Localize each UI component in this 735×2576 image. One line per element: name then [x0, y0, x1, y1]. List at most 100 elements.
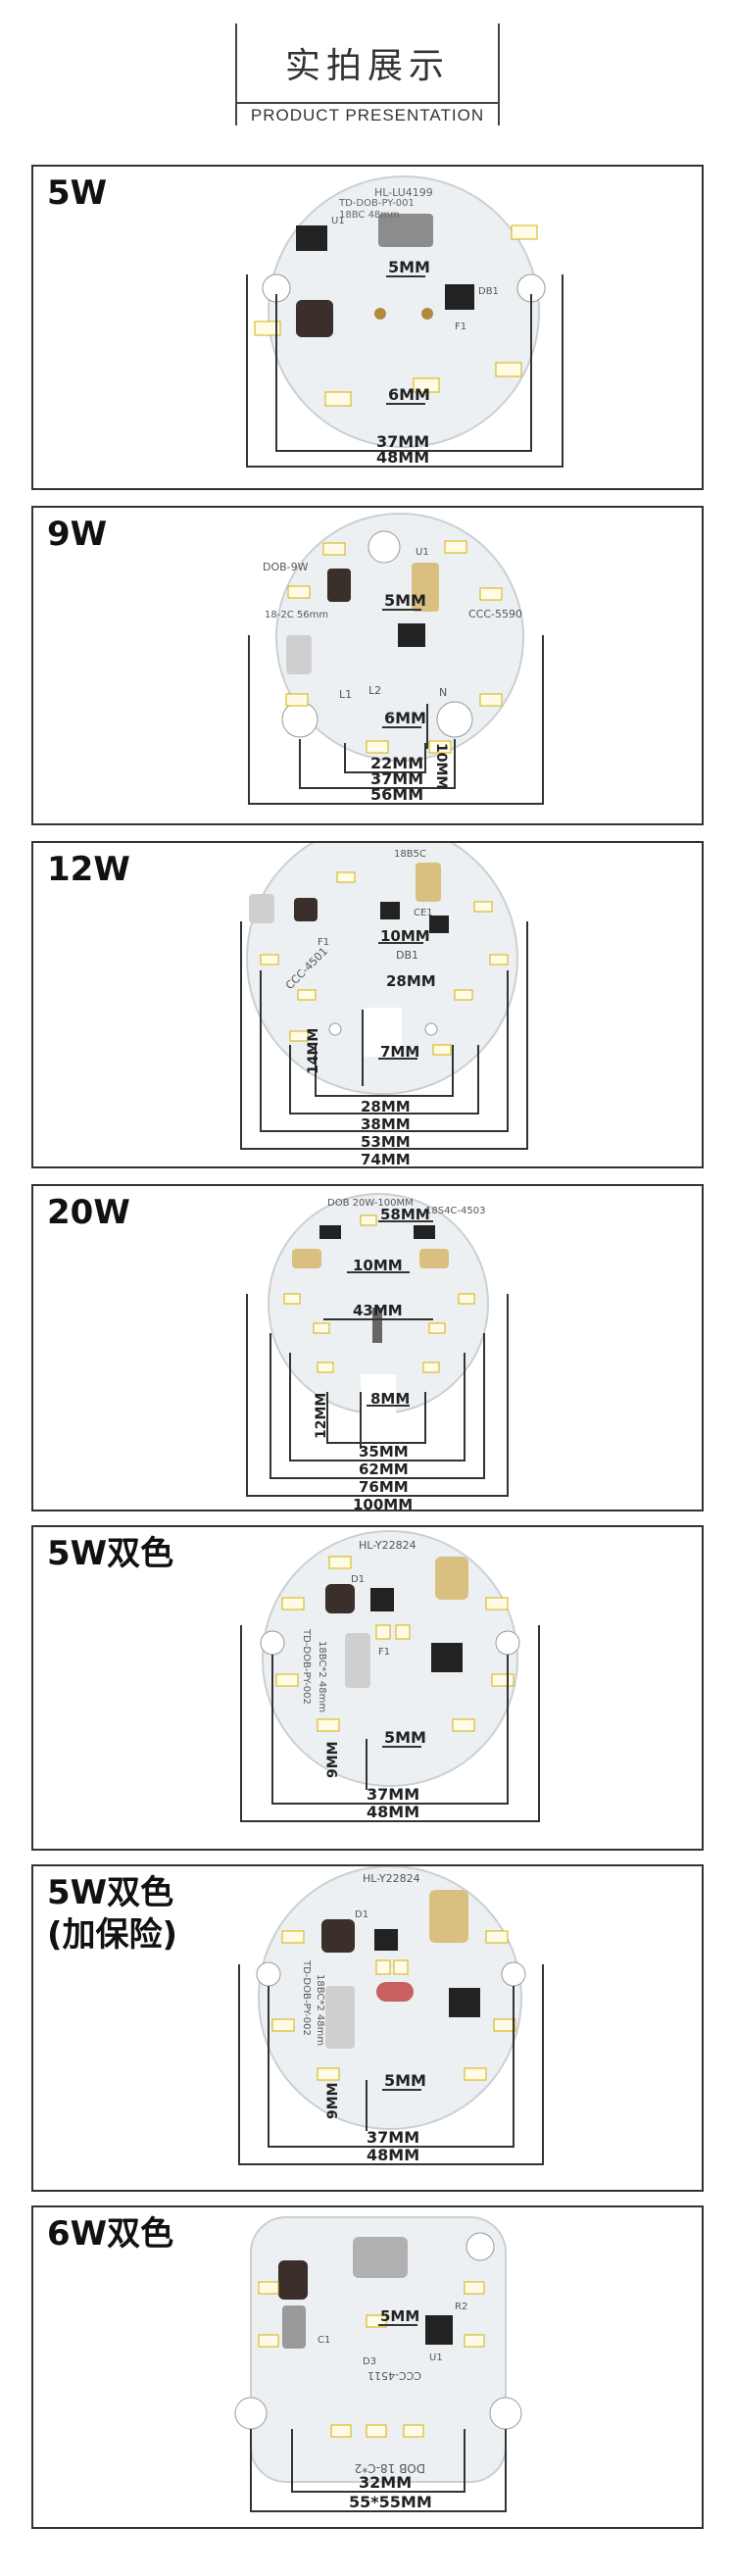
inductor	[325, 1584, 355, 1613]
dim-label: 10MM	[433, 743, 449, 789]
panel-title: 5W双色	[47, 1534, 174, 1573]
silk-text: U1	[331, 216, 345, 226]
silk-text: DB1	[396, 949, 418, 962]
dim-label: 37MM	[376, 432, 429, 451]
ic-chip	[370, 1588, 394, 1611]
mount-hole	[466, 2232, 495, 2261]
led-array	[258, 2281, 485, 2438]
pcb-photo-5w-dual-fuse: HL-Y22824 TD-DOB-PY-002 D1 18BC*2 48mm 5…	[238, 1866, 544, 2165]
silk-text: 18-2C 56mm	[265, 610, 328, 620]
silk-text: 18BC*2 48mm	[317, 1641, 327, 1712]
dim-label: 9MM	[325, 2082, 341, 2119]
pcb-photo-9w: DOB-9W CCC-5590 18-2C 56mm L1 L2 N U1 5M…	[248, 513, 544, 805]
dim-label: 48MM	[376, 448, 429, 467]
silk-text: L2	[368, 684, 381, 697]
product-panel-9w: 9W DOB-9W CCC-5590 18-2C 56mm L1 L2 N U1	[31, 506, 704, 825]
capacitor	[412, 563, 439, 612]
dim-label: 58MM	[380, 1206, 430, 1223]
header-bracket-right	[498, 24, 500, 125]
capacitor	[435, 1557, 468, 1600]
capacitor	[429, 1890, 468, 1943]
led-chip	[495, 362, 522, 377]
dimension-lines	[248, 609, 544, 805]
silk-text: HL-Y22824	[359, 1539, 416, 1552]
ic-chip	[398, 623, 425, 647]
bridge-rectifier	[431, 1643, 463, 1672]
dim-label: 32MM	[359, 2473, 412, 2492]
panel-title-line1: 5W双色	[47, 1873, 174, 1912]
board-notch	[361, 1374, 396, 1417]
dim-label: 9MM	[325, 1741, 341, 1778]
silk-text: TD-DOB-PY-002	[301, 1628, 312, 1705]
header-divider	[235, 102, 500, 104]
dim-label: 5MM	[388, 258, 430, 276]
mount-hole	[436, 701, 473, 738]
silk-text: C1	[318, 2335, 330, 2346]
dimension-lines	[240, 1625, 540, 1822]
led-chip	[413, 377, 440, 393]
capacitor	[378, 214, 433, 247]
dim-label: 5MM	[380, 2307, 419, 2325]
mount-hole	[495, 1630, 520, 1656]
dim-label: 14MM	[306, 1028, 321, 1074]
silk-text: 18S4C-4503	[425, 1206, 485, 1216]
led-chip	[254, 321, 281, 336]
inductor	[321, 1919, 355, 1953]
led-chip	[324, 391, 352, 407]
panel-title: 6W双色	[47, 2214, 174, 2254]
silk-text: U1	[416, 547, 429, 558]
mount-hole	[328, 1022, 342, 1036]
inductor	[296, 300, 333, 337]
dim-label: 10MM	[380, 927, 430, 945]
section-title: 实拍展示	[284, 46, 450, 86]
silk-text: HL-Y22824	[363, 1872, 420, 1885]
dim-label: 6MM	[388, 385, 430, 404]
silk-text: L1	[339, 688, 352, 701]
silk-text: F1	[378, 1647, 390, 1658]
led-array	[260, 871, 509, 1056]
inductor	[294, 898, 318, 921]
dim-label: 5MM	[384, 1728, 426, 1747]
silk-text: D1	[351, 1574, 365, 1585]
silk-text: DOB 20W-100MM	[327, 1198, 414, 1209]
pcb-board	[268, 175, 540, 448]
dim-label: 43MM	[353, 1302, 403, 1319]
led-array	[285, 540, 503, 754]
fuse	[376, 1982, 414, 2002]
dim-label: 5MM	[384, 591, 426, 610]
mount-hole	[489, 2397, 522, 2430]
header-bracket-left	[235, 24, 237, 125]
dim-label: 55*55MM	[349, 2493, 432, 2511]
board-notch	[363, 1008, 402, 1057]
panel-title: 20W	[47, 1193, 130, 1232]
panel-title-line2: (加保险)	[47, 1914, 178, 1955]
ic-chip	[296, 225, 327, 251]
pcb-board	[250, 2216, 507, 2483]
dim-label: 74MM	[361, 1151, 411, 1168]
section-header: 实拍展示 PRODUCT PRESENTATION	[0, 0, 735, 157]
mount-hole	[281, 701, 318, 738]
capacitor	[292, 1249, 321, 1268]
silk-text: DOB 18-C*2	[355, 2461, 425, 2475]
dim-label: 8MM	[370, 1390, 410, 1408]
product-panel-5w-dual: 5W双色 HL-Y22824 TD-DOB-PY-002 D1 F1 18BC*…	[31, 1525, 704, 1851]
dim-label: 22MM	[370, 754, 423, 772]
panel-title: 5W双色(加保险)	[47, 1872, 177, 1956]
pcb-photo-20w: DOB 20W-100MM 18S4C-4503 58MM 10MM 43MM …	[246, 1193, 509, 1510]
panel-title: 12W	[47, 850, 130, 889]
silk-text: R2	[455, 2302, 467, 2312]
bridge-rectifier	[445, 284, 474, 310]
mount-hole	[260, 1630, 285, 1656]
dim-label: 7MM	[380, 1043, 419, 1061]
dimension-lines	[246, 274, 564, 468]
product-panel-5w: 5W HL-LU4199 TD-DOB-PY-001 18BC 48mm DB1…	[31, 165, 704, 490]
mount-hole	[501, 1961, 526, 1987]
section-subtitle: PRODUCT PRESENTATION	[250, 106, 485, 124]
dim-label: 76MM	[359, 1478, 409, 1496]
product-panel-12w: 12W CCC-4501 DB1 CE1 F1 18B5C	[31, 841, 704, 1168]
dim-label: 53MM	[361, 1133, 411, 1151]
dim-label: 37MM	[370, 769, 423, 788]
capacitor	[286, 635, 312, 674]
led-array	[283, 1214, 475, 1373]
mount-hole	[424, 1022, 438, 1036]
